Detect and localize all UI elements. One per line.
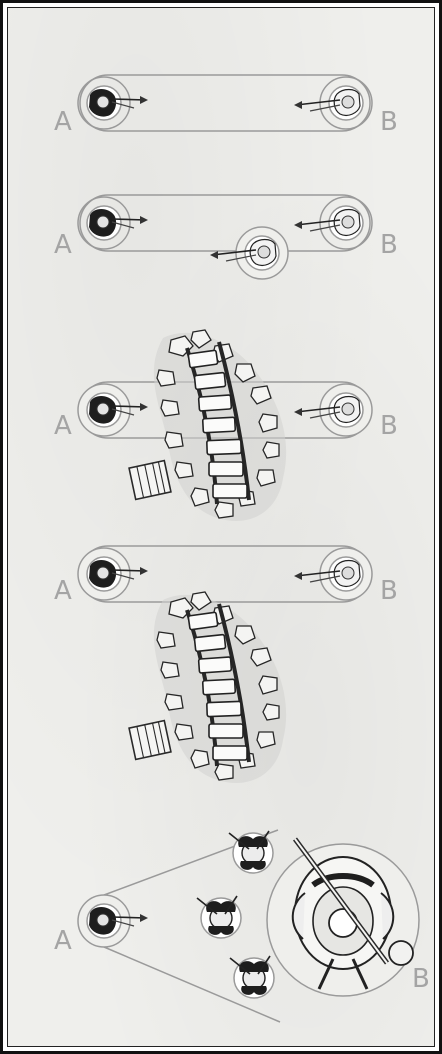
rubble-bridge-icon (154, 592, 286, 783)
panel-4 (78, 546, 372, 783)
label-b: B (380, 109, 398, 135)
panel-5 (78, 830, 419, 1022)
enemy-model-icon (197, 896, 241, 938)
label-b: B (412, 966, 430, 992)
rubble-bridge-icon (154, 330, 286, 521)
enemy-model-icon (229, 831, 273, 873)
diagram-canvas (8, 8, 435, 1047)
los-corridor (80, 75, 370, 131)
label-a: A (54, 109, 72, 135)
model-b-icon (294, 86, 363, 120)
model-a-icon (87, 206, 148, 240)
label-a: A (54, 578, 72, 604)
label-a: A (54, 413, 72, 439)
crate-icon (129, 721, 171, 760)
model-b-icon (294, 206, 363, 240)
label-b: B (380, 578, 398, 604)
los-corridor (80, 195, 370, 251)
label-b: B (380, 232, 398, 258)
panel-1 (78, 75, 372, 131)
label-b: B (380, 413, 398, 439)
crate-icon (129, 461, 171, 500)
label-a: A (54, 928, 72, 954)
panel-3 (78, 330, 372, 521)
card-panel: A B A B A B A B A B (7, 7, 435, 1047)
panel-2 (78, 195, 372, 279)
label-a: A (54, 232, 72, 258)
model-a-icon (87, 86, 148, 120)
enemy-model-icon (230, 956, 274, 998)
